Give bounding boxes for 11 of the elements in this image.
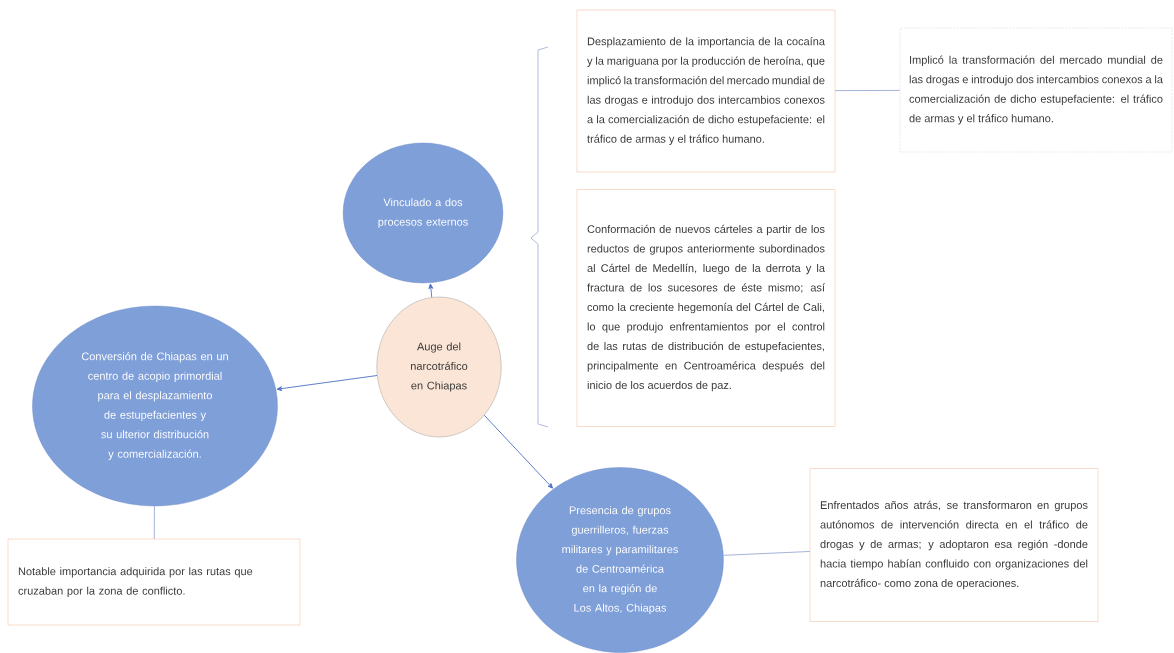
text-box: Conformación de nuevos cárteles a partir de los reductos de grupos anteriormente subordinados al Cártel de Medellín, luego de la derrota y la fractura de los sucesores de éste mismo; así como la creciente hegemonía del Cártel de Cali, lo que produjo enfrentamientos por el control de las rutas de distribución de estupefacientes, principalmente en Centroamérica después del inicio de los acuerdos de paz. — [576, 189, 836, 427]
text-box: Notable importancia adquirida por las rutas que cruzaban por la zona de conflicto. — [7, 538, 301, 626]
arrow — [428, 283, 434, 298]
connector-line — [834, 89, 901, 92]
text-box: Desplazamiento de la importancia de la cocaína y la mariguana por la producción de heroína, que implicó la transformación del mercado mundial de las drogas e introdujo dos intercambios conexos a la comercialización de dicho estupefaciente: el tráfico de armas y el tráfico humano. — [576, 9, 836, 173]
dotted-text-box: Implicó la transformación del mercado mundial de las drogas e introdujo dos intercambios conexos a la comercialización de dicho estupefaciente: el tráfico de armas y el tráfico humano. — [899, 27, 1173, 153]
connector-line — [153, 505, 155, 540]
arrow — [276, 375, 378, 391]
text-box: Enfrentados años atrás, se transformaron en grupos autónomos de intervención directa en el tráfico de drogas y de armas; y adoptaron esa región -donde hacia tiempo habían confluido con organizaciones del narcotráfico- como zona de operaciones. — [809, 468, 1099, 622]
connector-line — [723, 551, 811, 556]
arrow — [483, 414, 554, 489]
